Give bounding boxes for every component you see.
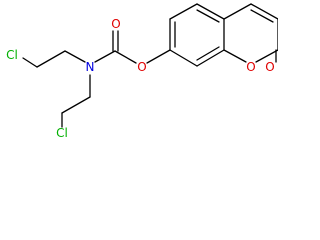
bond-pyr-1 xyxy=(223,3,252,20)
bond-ring-5 xyxy=(196,49,225,67)
molecule-diagram: Cl Cl N O O O O xyxy=(6,3,278,140)
atom-oxygen-carbonyl: O xyxy=(111,17,120,31)
bond-ring-2 xyxy=(169,3,198,20)
atom-labels: Cl Cl N O O O O xyxy=(6,17,275,140)
bond-cl-c-top xyxy=(22,57,38,68)
atom-nitrogen: N xyxy=(86,60,95,74)
bond-n-c-carbonyl xyxy=(94,50,116,63)
bond-pyr-5 xyxy=(223,49,247,63)
atom-chlorine-top: Cl xyxy=(6,48,18,62)
bond-ring-3-inner xyxy=(196,9,220,23)
bonds xyxy=(22,3,278,128)
atom-chlorine-bottom: Cl xyxy=(56,126,68,140)
bond-o-ring xyxy=(146,49,171,64)
bond-pyr-4 xyxy=(255,49,278,63)
bond-c-c-bottom xyxy=(61,96,91,114)
bond-ring-3 xyxy=(196,3,225,20)
bond-c-c-top xyxy=(36,50,66,68)
bond-c-o-ester xyxy=(114,50,137,64)
bond-pyr-2-inner xyxy=(250,9,274,23)
atom-oxygen-lactone: O xyxy=(265,60,274,74)
atom-oxygen-ring: O xyxy=(246,60,255,74)
bond-ring-5-inner xyxy=(196,46,220,61)
atom-oxygen-ester: O xyxy=(137,60,146,74)
bond-c-n-top xyxy=(64,50,86,63)
bond-ring-6 xyxy=(169,49,198,67)
bond-pyr-2 xyxy=(250,3,278,20)
